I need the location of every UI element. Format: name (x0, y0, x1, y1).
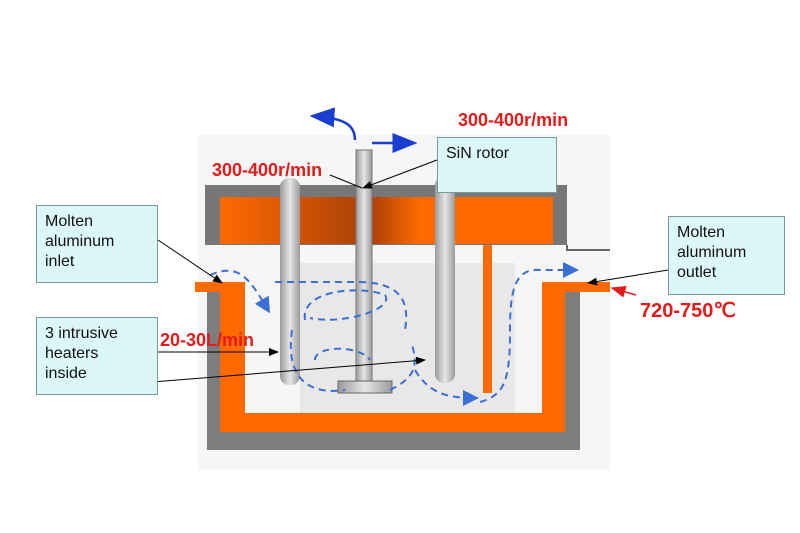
rotor-speed-label-top: 300-400r/min (458, 110, 569, 130)
outlet-line-2: aluminum (677, 244, 747, 261)
heaters-line-1: 3 intrusive (45, 325, 118, 342)
outlet-step (566, 245, 610, 251)
flow-paths (209, 262, 579, 406)
inlet-line-2: aluminum (45, 233, 115, 250)
inlet-label-box: Molten aluminum inlet (36, 205, 158, 283)
rotation-arrow-left (309, 107, 357, 141)
rotor-disc (337, 380, 393, 394)
gas-flow-label: 20-30L/min (160, 330, 255, 350)
outlet-line-3: outlet (677, 264, 717, 281)
lid-insulation (220, 197, 553, 244)
temperature-arrow (610, 286, 637, 298)
rotor-label-box: SiN rotor (437, 137, 557, 193)
outer-shell (207, 292, 580, 450)
heaters-line-2: heaters (45, 345, 99, 362)
outlet-label-box: Molten aluminum outlet (668, 216, 785, 295)
heaters-line-3: inside (45, 365, 87, 382)
temperature-label: 720-750℃ (640, 300, 736, 322)
inlet-line-3: inlet (45, 253, 75, 270)
outlet-line-1: Molten (677, 224, 726, 241)
heater-right (435, 176, 455, 383)
baffle (483, 245, 492, 393)
heaters-label-box: 3 intrusive heaters inside (36, 317, 158, 395)
melt-region (300, 263, 515, 413)
rotor-label: SiN rotor (446, 145, 510, 162)
inlet-line-1: Molten (45, 213, 94, 230)
crucible-lining (195, 282, 610, 432)
rotor-speed-label-left: 300-400r/min (212, 160, 323, 180)
